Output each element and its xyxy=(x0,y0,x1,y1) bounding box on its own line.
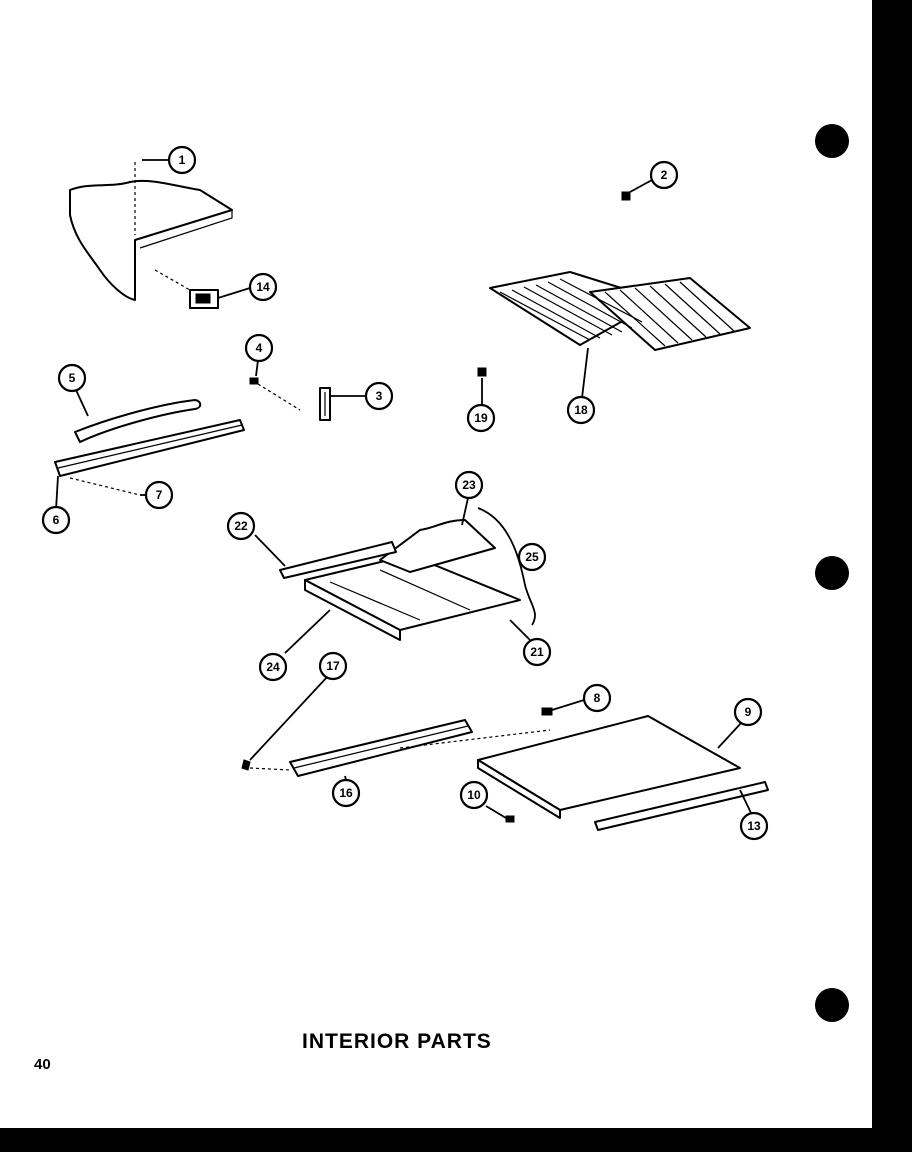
svg-text:21: 21 xyxy=(530,645,544,659)
part-17-screw xyxy=(241,759,251,771)
callout-18: 18 xyxy=(566,395,596,425)
callout-6: 6 xyxy=(41,505,71,535)
callout-2: 2 xyxy=(649,160,679,190)
svg-text:3: 3 xyxy=(376,389,383,403)
binder-hole-top xyxy=(815,124,849,158)
svg-text:23: 23 xyxy=(462,478,476,492)
part-8-fastener xyxy=(541,707,553,716)
svg-text:2: 2 xyxy=(661,168,668,182)
callout-9: 9 xyxy=(733,697,763,727)
svg-text:16: 16 xyxy=(339,786,353,800)
page-title: INTERIOR PARTS xyxy=(302,1030,492,1053)
part-3-bracket xyxy=(319,387,331,421)
svg-text:25: 25 xyxy=(525,550,539,564)
svg-text:1: 1 xyxy=(179,153,186,167)
part-23-glass-panel xyxy=(379,519,496,573)
cabinet-corner-part xyxy=(69,179,233,301)
part-18-wire-shelf xyxy=(489,271,751,351)
callout-25: 25 xyxy=(517,542,547,572)
svg-text:19: 19 xyxy=(474,411,488,425)
callout-24: 24 xyxy=(258,652,288,682)
callout-14: 14 xyxy=(248,272,278,302)
svg-text:5: 5 xyxy=(69,371,76,385)
svg-text:10: 10 xyxy=(467,788,481,802)
svg-text:18: 18 xyxy=(574,403,588,417)
callout-13: 13 xyxy=(739,811,769,841)
part-2-fastener xyxy=(621,191,631,201)
callout-5: 5 xyxy=(57,363,87,393)
callout-8: 8 xyxy=(582,683,612,713)
callout-16: 16 xyxy=(331,778,361,808)
callout-19: 19 xyxy=(466,403,496,433)
part-14-light-housing xyxy=(189,289,219,309)
part-4-screw xyxy=(249,377,259,385)
callout-10: 10 xyxy=(459,780,489,810)
part-21-crisper-cover-frame xyxy=(304,554,521,641)
callout-4: 4 xyxy=(244,333,274,363)
page-number: 40 xyxy=(34,1056,51,1073)
callout-3: 3 xyxy=(364,381,394,411)
svg-text:14: 14 xyxy=(256,280,270,294)
part-13-pan-trim xyxy=(594,781,769,831)
callout-7: 7 xyxy=(144,480,174,510)
callout-23: 23 xyxy=(454,470,484,500)
svg-text:22: 22 xyxy=(234,519,248,533)
svg-text:7: 7 xyxy=(156,488,163,502)
part-5-trim-tube xyxy=(74,399,202,443)
part-22-front-trim xyxy=(279,541,397,579)
svg-text:8: 8 xyxy=(594,691,601,705)
scan-border-bottom xyxy=(0,1128,912,1152)
scan-border-right xyxy=(872,0,912,1152)
callout-22: 22 xyxy=(226,511,256,541)
callout-17: 17 xyxy=(318,651,348,681)
part-19-fastener xyxy=(477,367,487,377)
part-10-screw xyxy=(505,815,515,823)
callout-21: 21 xyxy=(522,637,552,667)
callout-1: 1 xyxy=(167,145,197,175)
svg-text:24: 24 xyxy=(266,660,280,674)
part-9-crisper-pan xyxy=(477,715,741,819)
svg-text:9: 9 xyxy=(745,705,752,719)
svg-text:4: 4 xyxy=(256,341,263,355)
binder-hole-middle xyxy=(815,556,849,590)
svg-text:13: 13 xyxy=(747,819,761,833)
part-6-rail xyxy=(54,419,245,477)
part-16-crisper-slide xyxy=(289,719,473,777)
binder-hole-bottom xyxy=(815,988,849,1022)
svg-text:6: 6 xyxy=(53,513,60,527)
svg-text:17: 17 xyxy=(326,659,340,673)
